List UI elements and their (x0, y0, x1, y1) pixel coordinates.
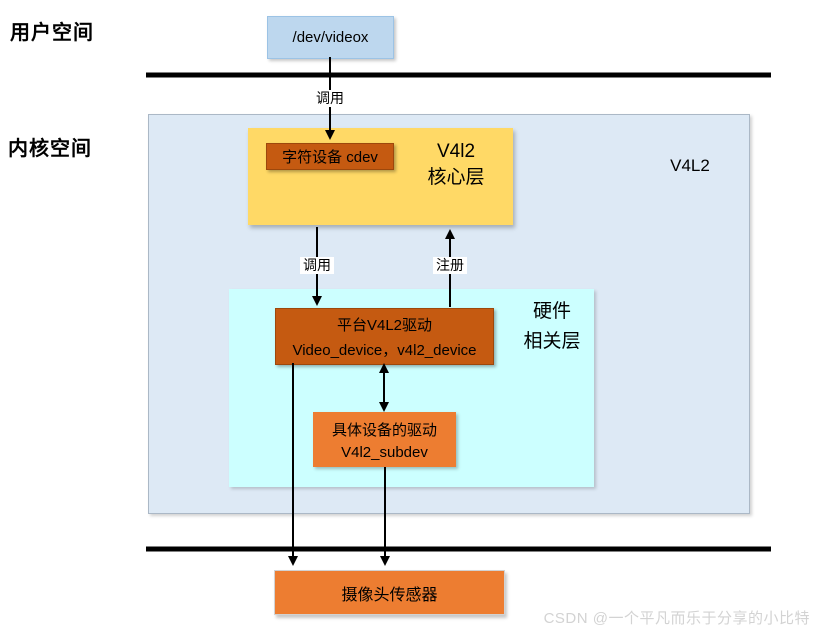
device-driver-subdev-node: 具体设备的驱动 V4l2_subdev (313, 412, 456, 467)
user-space-label: 用户空间 (10, 22, 94, 44)
dev-videox-node: /dev/videox (267, 16, 394, 59)
kernel-space-label: 内核空间 (8, 138, 92, 160)
core-layer-label-line1: V4l2 (436, 141, 476, 162)
core-layer-label-line2: 核心层 (427, 167, 485, 188)
call-label-top: 调用 (313, 90, 347, 107)
platform-driver-subtitle: Video_device，v4l2_device (292, 341, 477, 359)
subdev-title: 具体设备的驱动 (331, 421, 437, 439)
hardware-layer-label-line1: 硬件 (532, 301, 571, 322)
platform-driver-title: 平台V4L2驱动 (336, 316, 433, 334)
hardware-layer-label: 硬件 相关层 (512, 297, 592, 357)
subdev-subtitle: V4l2_subdev (341, 443, 428, 461)
v4l2-core-layer-label: V4l2 核心层 (396, 139, 516, 191)
camera-sensor-node: 摄像头传感器 (274, 570, 505, 615)
platform-v4l2-driver-node: 平台V4L2驱动 Video_device，v4l2_device (275, 308, 494, 365)
csdn-watermark: CSDN @一个平凡而乐于分享的小比特 (543, 610, 810, 627)
register-label: 注册 (433, 257, 467, 274)
hardware-layer-label-line2: 相关层 (523, 331, 581, 352)
char-device-cdev-node: 字符设备 cdev (266, 143, 394, 170)
call-label-middle: 调用 (300, 257, 334, 274)
v4l2-container-label: V4L2 (670, 156, 710, 175)
